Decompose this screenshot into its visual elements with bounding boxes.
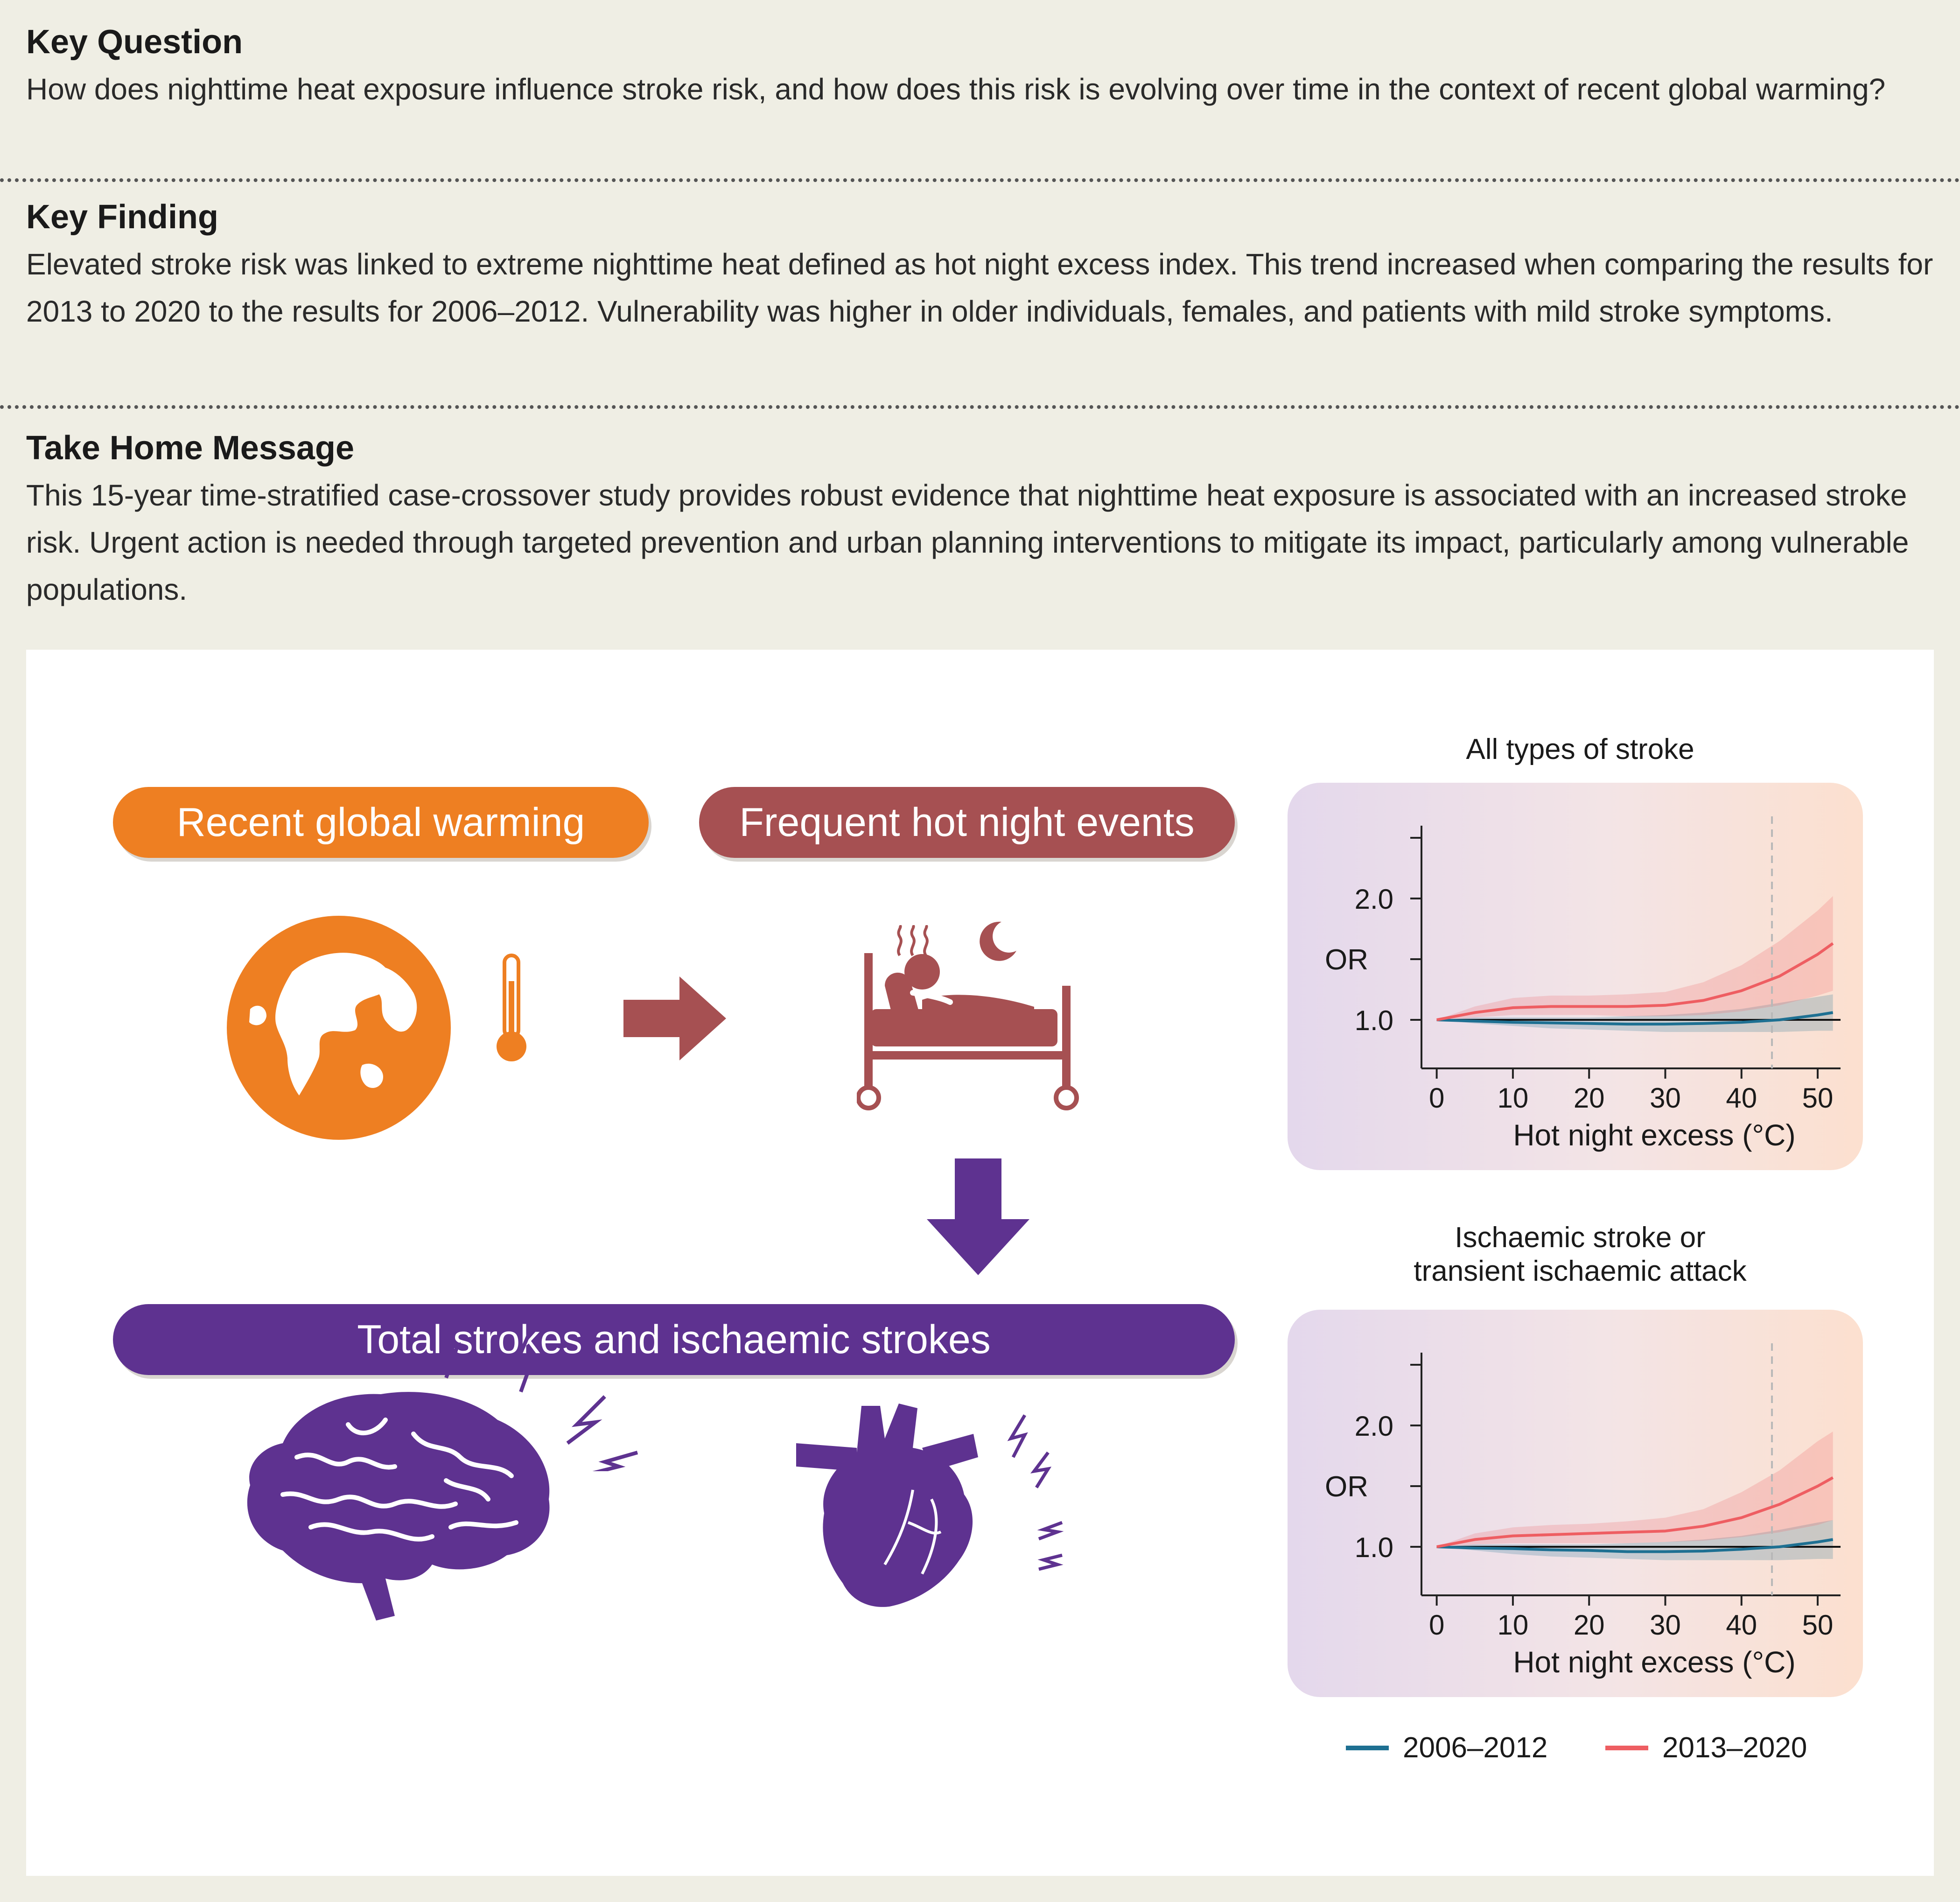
x-axis-label: Hot night excess (°C) — [1513, 1118, 1795, 1152]
heat-waves-icon — [897, 925, 929, 956]
thermometer-icon — [497, 954, 526, 1061]
key-question-title: Key Question — [26, 23, 243, 61]
moon-icon — [980, 921, 1016, 961]
divider — [0, 178, 1960, 182]
legend-label-2006-2012: 2006–2012 — [1403, 1732, 1548, 1764]
brain-icon — [247, 1392, 550, 1621]
right-arrow-icon — [623, 976, 726, 1060]
frequent-hot-night-label: Frequent hot night events — [739, 800, 1195, 845]
series-line-2006–2012 — [1436, 1011, 1834, 1026]
x-tick-label: 40 — [1726, 1082, 1757, 1114]
x-tick-label: 0 — [1429, 1082, 1444, 1114]
ci-band-2013–2020 — [1436, 1432, 1833, 1547]
x-tick-label: 30 — [1650, 1609, 1681, 1641]
chart-ischaemic-stroke: 1.0 2.0 0 10 20 30 40 50 OR Hot night excess (°C) — [1325, 1343, 1841, 1679]
take-home-section: Take Home Message This 15-year time-stra… — [26, 427, 1935, 613]
key-question-text: How does nighttime heat exposure influen… — [26, 72, 1886, 106]
chart-2-background — [1288, 1310, 1863, 1697]
key-finding-text: Elevated stroke risk was linked to extre… — [26, 247, 1933, 328]
y-tick-label: 2.0 — [1355, 1411, 1393, 1442]
series-line-2013–2020 — [1436, 942, 1834, 1021]
x-tick-label: 20 — [1574, 1609, 1605, 1641]
x-tick-label: 10 — [1498, 1082, 1529, 1114]
x-tick-label: 50 — [1802, 1609, 1834, 1641]
total-strokes-pill: Total strokes and ischaemic strokes — [113, 1304, 1235, 1375]
globe-icon — [227, 916, 451, 1140]
y-tick-label: 2.0 — [1355, 884, 1393, 915]
heart-icon — [796, 1404, 978, 1607]
key-finding-section: Key Finding Elevated stroke risk was lin… — [26, 196, 1935, 335]
chart-1-title-text: All types of stroke — [1466, 733, 1694, 765]
lightning-icon — [1007, 1414, 1064, 1571]
chart-2-title-line-1: Ischaemic stroke or — [1455, 1221, 1706, 1254]
x-axis-label: Hot night excess (°C) — [1513, 1645, 1795, 1679]
graphical-abstract-panel: Recent global warming Frequent hot night… — [26, 650, 1934, 1876]
ci-band-2013–2020 — [1436, 896, 1833, 1020]
recent-global-warming-pill: Recent global warming — [113, 787, 649, 858]
take-home-text: This 15-year time-stratified case-crosso… — [26, 478, 1909, 606]
x-tick-label: 10 — [1498, 1609, 1529, 1641]
chart-2-title-line-2: transient ischaemic attack — [1414, 1255, 1747, 1287]
legend-label-2013-2020: 2013–2020 — [1662, 1732, 1807, 1764]
divider — [0, 405, 1960, 409]
lightning-icon — [440, 1321, 638, 1471]
y-tick-label: 1.0 — [1355, 1005, 1393, 1036]
x-tick-label: 50 — [1802, 1082, 1834, 1114]
x-tick-label: 40 — [1726, 1609, 1757, 1641]
x-tick-label: 30 — [1650, 1082, 1681, 1114]
key-question-section: Key Question How does nighttime heat exp… — [26, 21, 1935, 113]
legend-swatch-2006-2012 — [1346, 1746, 1389, 1750]
recent-global-warming-label: Recent global warming — [176, 800, 585, 845]
x-tick-label: 0 — [1429, 1609, 1444, 1641]
bed-patient-icon — [857, 953, 1079, 1110]
series-line-2013–2020 — [1436, 1476, 1834, 1548]
legend-swatch-2013-2020 — [1605, 1746, 1648, 1750]
chart-1-background — [1288, 783, 1863, 1170]
down-arrow-icon — [927, 1158, 1029, 1275]
y-axis-label: OR — [1325, 944, 1368, 976]
chart-1-title: All types of stroke — [1286, 733, 1874, 766]
y-axis-label: OR — [1325, 1471, 1368, 1503]
series-line-2006–2012 — [1436, 1538, 1834, 1553]
total-strokes-label: Total strokes and ischaemic strokes — [357, 1317, 991, 1362]
chart-2-title: Ischaemic stroke or transient ischaemic … — [1286, 1221, 1874, 1288]
take-home-title: Take Home Message — [26, 429, 354, 467]
chart-all-types-of-stroke: 1.0 2.0 0 10 20 30 40 50 OR Hot night excess (°C) — [1325, 816, 1841, 1152]
x-tick-label: 20 — [1574, 1082, 1605, 1114]
y-tick-label: 1.0 — [1355, 1532, 1393, 1563]
frequent-hot-night-pill: Frequent hot night events — [699, 787, 1235, 858]
key-finding-title: Key Finding — [26, 198, 218, 236]
